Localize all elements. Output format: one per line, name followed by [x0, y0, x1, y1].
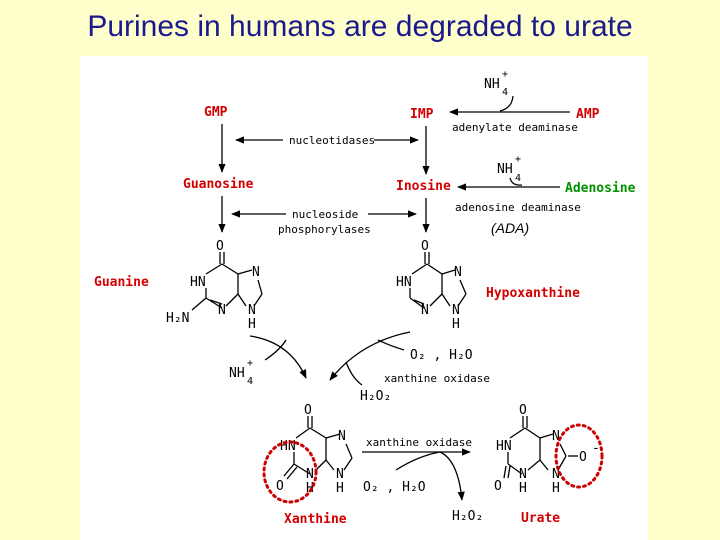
inosine-label: Inosine [396, 179, 451, 194]
svg-text:NH: NH [484, 77, 500, 92]
svg-text:N: N [306, 467, 314, 482]
reaction-arrows [218, 95, 570, 501]
adenylate-deaminase-label: adenylate deaminase [452, 121, 578, 134]
h2o2-upper: H₂O₂ [360, 389, 391, 404]
svg-text:+: + [515, 154, 521, 165]
ada-label: (ADA) [491, 220, 529, 236]
amp-label: AMP [576, 107, 600, 122]
svg-text:N: N [336, 467, 344, 482]
hypoxanthine-label: Hypoxanthine [486, 286, 580, 301]
svg-text:H₂N: H₂N [166, 311, 189, 326]
svg-text:HN: HN [190, 275, 206, 290]
svg-text:N: N [421, 303, 429, 318]
svg-text:HN: HN [396, 275, 412, 290]
nucleotidases-label: nucleotidases [289, 134, 375, 147]
svg-text:O: O [579, 450, 587, 465]
imp-label: IMP [410, 107, 434, 122]
svg-text:+: + [502, 69, 508, 80]
pathway-diagram-panel: GMP IMP AMP Guanosine Inosine Adenosine … [80, 56, 648, 540]
svg-text:O: O [494, 479, 502, 494]
urate-highlight-circle [554, 423, 604, 489]
xanthine-highlight-circle [262, 440, 318, 504]
svg-text:N: N [252, 265, 260, 280]
adenosine-deaminase-label: adenosine deaminase [455, 201, 581, 214]
svg-text:N: N [454, 265, 462, 280]
purine-degradation-diagram: GMP IMP AMP Guanosine Inosine Adenosine … [94, 69, 636, 527]
gmp-label: GMP [204, 105, 228, 120]
o2-h2o-lower: O₂ , H₂O [363, 480, 426, 495]
svg-text:H: H [306, 481, 314, 496]
svg-text:NH: NH [497, 162, 513, 177]
svg-text:4: 4 [247, 376, 253, 387]
svg-text:H: H [519, 481, 527, 496]
svg-text:N: N [218, 303, 226, 318]
svg-text:N: N [519, 467, 527, 482]
ammonium-cofactor-middle: NH 4 + [497, 154, 521, 184]
urate-label: Urate [521, 511, 560, 526]
svg-text:4: 4 [502, 87, 508, 98]
phosphorylases-label: phosphorylases [278, 223, 371, 236]
svg-text:O: O [216, 239, 224, 254]
xanthine-structure: O HN O N H N N H [262, 403, 353, 504]
ammonium-cofactor-top: NH 4 + [484, 69, 508, 98]
svg-text:NH: NH [229, 366, 245, 381]
hypoxanthine-structure: O HN N N N H [396, 239, 467, 332]
slide-title: Purines in humans are degraded to urate [87, 10, 633, 43]
guanosine-label: Guanosine [183, 177, 254, 192]
xanthine-oxidase-label-upper: xanthine oxidase [384, 372, 490, 385]
svg-text:H: H [552, 481, 560, 496]
svg-text:N: N [552, 429, 560, 444]
urate-structure: O HN O N H N N H O - [494, 403, 604, 496]
svg-text:O: O [304, 403, 312, 418]
svg-text:N: N [338, 429, 346, 444]
svg-text:4: 4 [515, 173, 521, 184]
xanthine-label: Xanthine [284, 512, 347, 527]
svg-text:O: O [276, 479, 284, 494]
svg-text:H: H [452, 317, 460, 332]
svg-text:H: H [336, 481, 344, 496]
svg-text:H: H [248, 317, 256, 332]
guanine-structure: O HN N N N H H₂N [166, 239, 263, 332]
svg-text:O: O [421, 239, 429, 254]
nucleoside-label: nucleoside [292, 208, 358, 221]
svg-text:+: + [247, 358, 253, 369]
svg-text:N: N [552, 467, 560, 482]
svg-text:HN: HN [496, 439, 512, 454]
ammonium-cofactor-guanine: NH 4 + [229, 358, 253, 387]
svg-text:N: N [248, 303, 256, 318]
svg-text:-: - [592, 441, 600, 456]
adenosine-label: Adenosine [565, 181, 636, 196]
xanthine-oxidase-label-lower: xanthine oxidase [366, 436, 472, 449]
svg-text:O: O [519, 403, 527, 418]
o2-h2o-upper: O₂ , H₂O [410, 348, 473, 363]
h2o2-lower: H₂O₂ [452, 509, 483, 524]
svg-text:N: N [452, 303, 460, 318]
guanine-label: Guanine [94, 275, 149, 290]
